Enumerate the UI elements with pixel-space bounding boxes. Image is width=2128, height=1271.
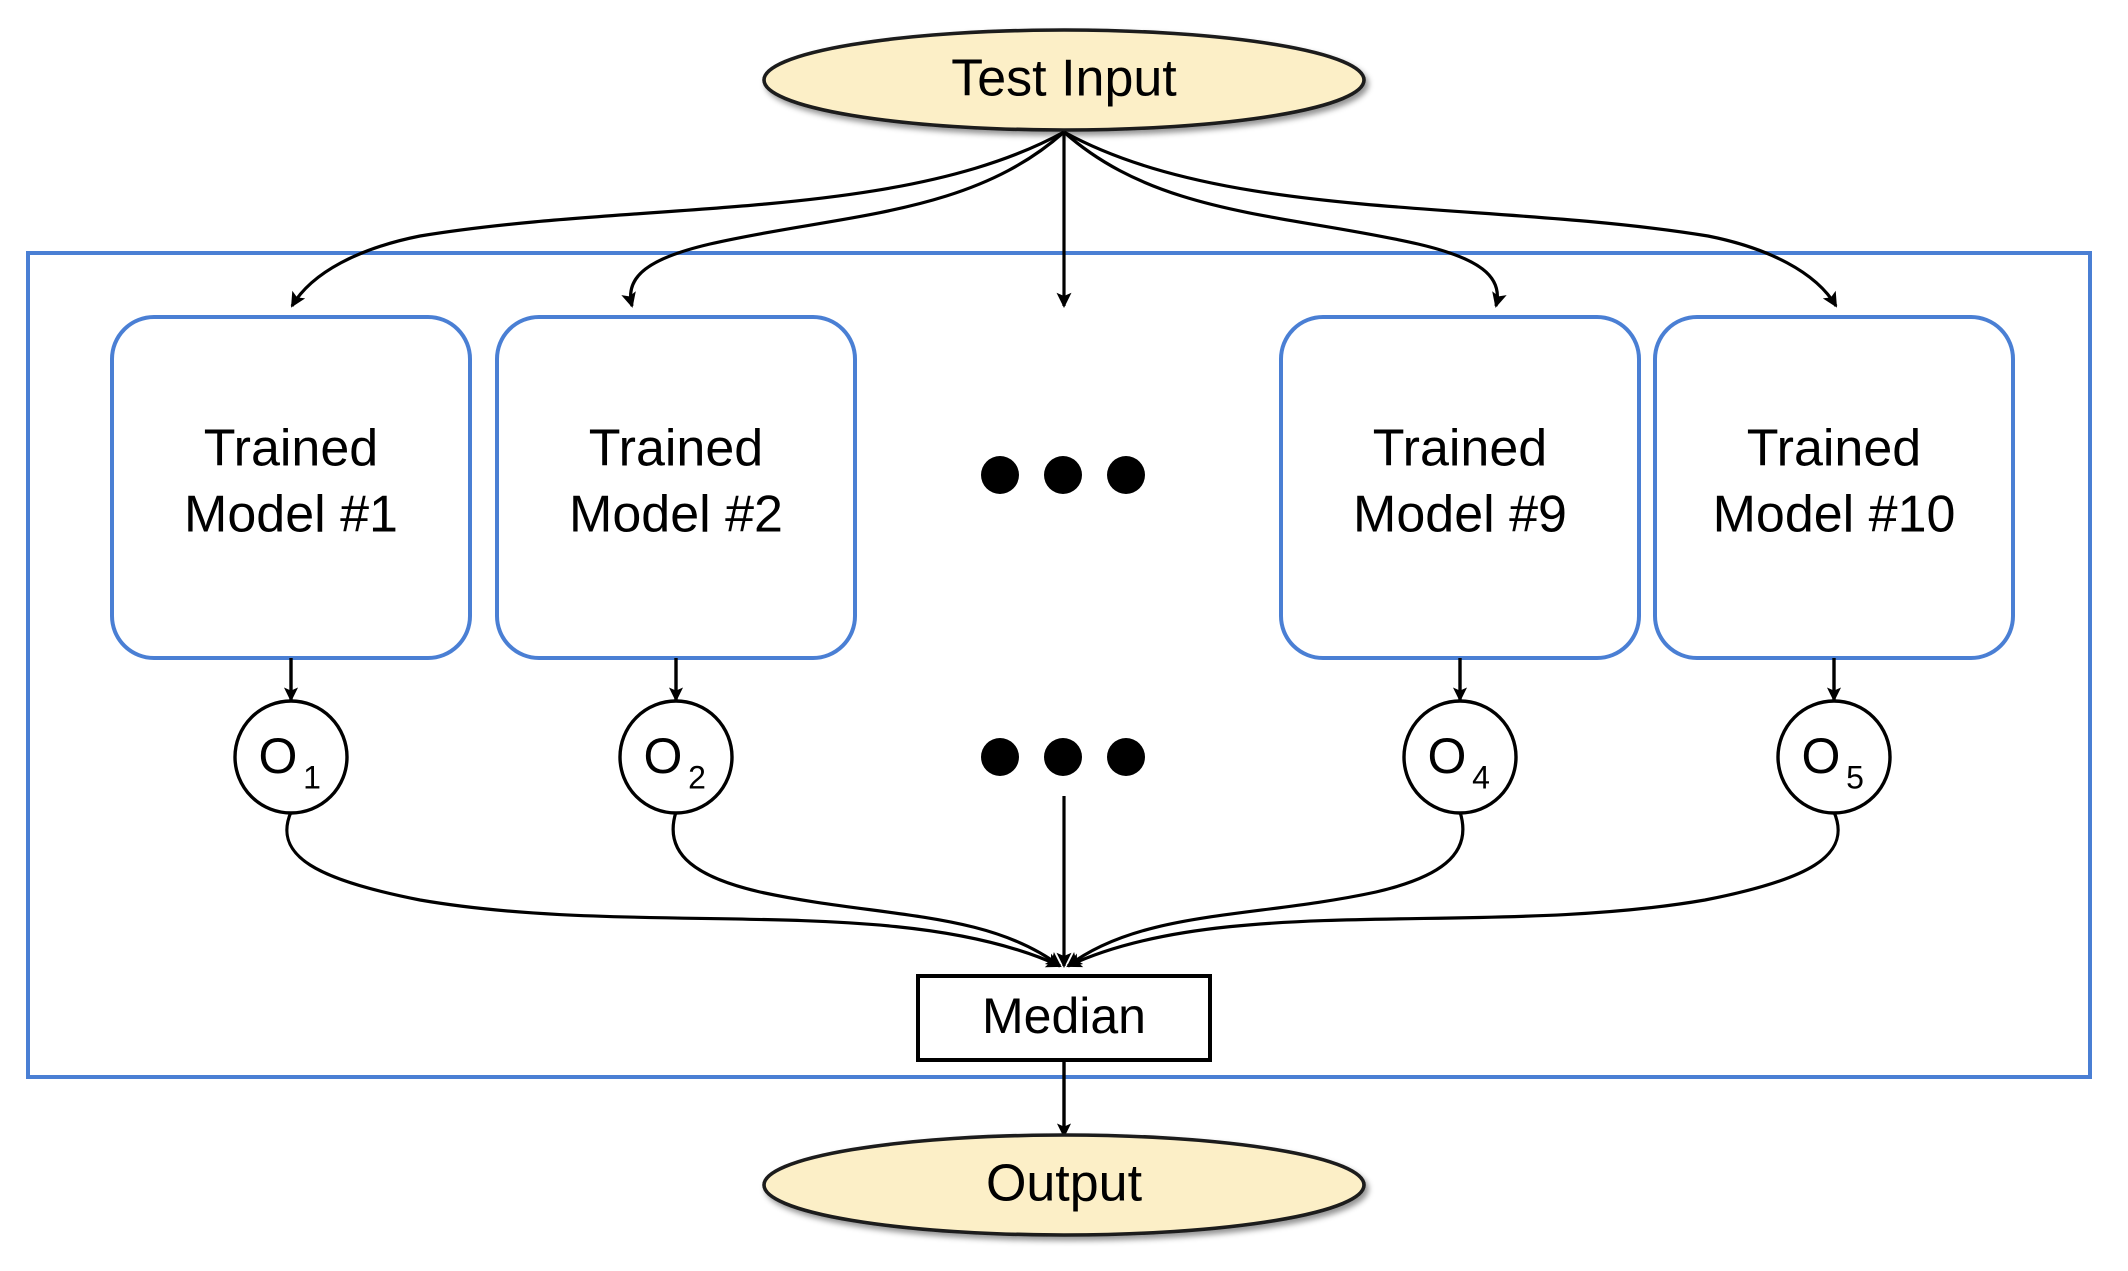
median-label: Median [982, 988, 1146, 1044]
model-9-line2: Model #9 [1353, 486, 1567, 544]
model-2-line1: Trained [589, 420, 763, 478]
test-input-label: Test Input [951, 50, 1177, 108]
median-node[interactable]: Median [916, 974, 1212, 1062]
output-o1-subscript: 1 [303, 759, 321, 795]
test-input-node[interactable]: Test Input [762, 28, 1366, 132]
model-1-line1: Trained [204, 420, 378, 478]
ellipsis-dot-top-2 [1044, 456, 1082, 494]
output-node[interactable]: Output [762, 1133, 1366, 1237]
output-node-o2[interactable]: O 2 [618, 699, 734, 815]
ellipsis-outputs [981, 738, 1145, 776]
ellipsis-dot-bottom-1 [981, 738, 1019, 776]
model-card-2[interactable]: Trained Model #2 [495, 315, 857, 660]
edge-o4-to-median [1066, 811, 1465, 968]
model-1-line2: Model #1 [184, 486, 398, 544]
output-o5-base: O [1802, 728, 1841, 784]
output-label: Output [986, 1155, 1143, 1213]
output-o4-base: O [1428, 728, 1467, 784]
ellipsis-dot-bottom-3 [1107, 738, 1145, 776]
ellipsis-dot-top-3 [1107, 456, 1145, 494]
output-o1-base: O [259, 728, 298, 784]
model-card-10[interactable]: Trained Model #10 [1653, 315, 2015, 660]
median-box [916, 974, 1212, 1062]
output-o2-base: O [644, 728, 683, 784]
ellipsis-dot-top-1 [981, 456, 1019, 494]
model-2-line2: Model #2 [569, 486, 783, 544]
output-ellipse [762, 1133, 1366, 1237]
model-card-1[interactable]: Trained Model #1 [110, 315, 472, 660]
model-10-line1: Trained [1747, 420, 1921, 478]
edge-input-to-model-9 [1062, 130, 1507, 308]
model-9-line1: Trained [1373, 420, 1547, 478]
model-card-9[interactable]: Trained Model #9 [1279, 315, 1641, 660]
edge-input-to-model-2 [621, 130, 1066, 308]
ellipsis-models [981, 456, 1145, 494]
ellipsis-dot-bottom-2 [1044, 738, 1082, 776]
edge-o2-to-median [671, 811, 1062, 968]
output-o4-subscript: 4 [1472, 759, 1490, 795]
output-node-o4[interactable]: O 4 [1402, 699, 1518, 815]
test-input-ellipse [762, 28, 1366, 132]
output-o5-subscript: 5 [1846, 759, 1864, 795]
output-node-o5[interactable]: O 5 [1776, 699, 1892, 815]
edge-input-to-model-10 [1063, 130, 1838, 308]
model-10-line2: Model #10 [1713, 486, 1956, 544]
edge-o5-to-median [1066, 811, 1840, 968]
output-node-o1[interactable]: O 1 [233, 699, 349, 815]
edge-input-to-model-1 [290, 130, 1065, 308]
output-o2-subscript: 2 [688, 759, 706, 795]
edge-o1-to-median [285, 811, 1062, 968]
